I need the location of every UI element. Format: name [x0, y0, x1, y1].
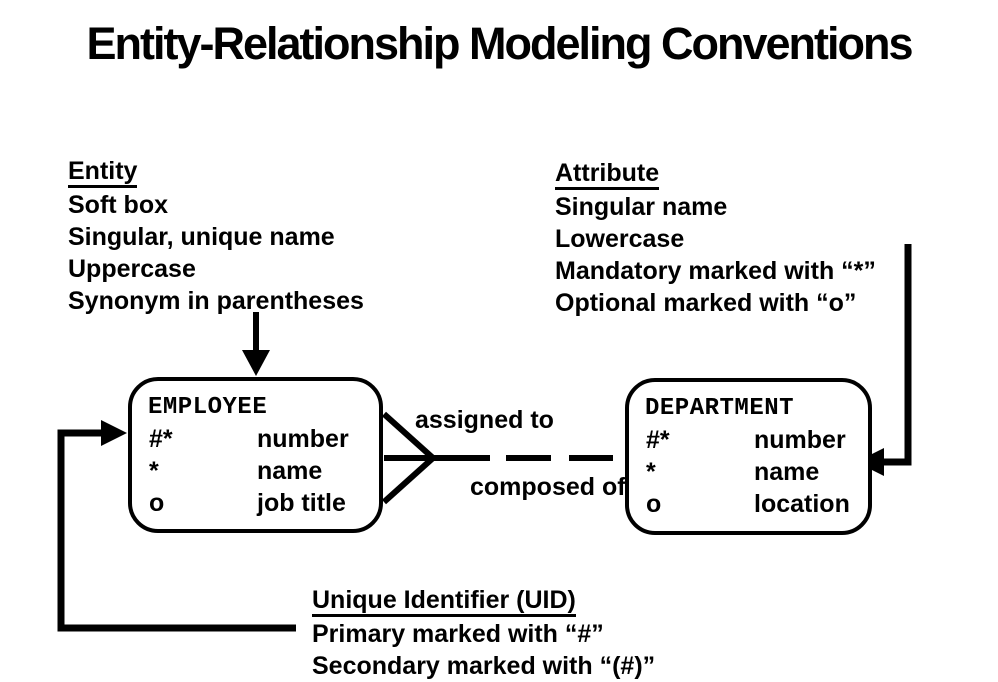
legend-entity-line: Singular, unique name: [68, 223, 335, 251]
entity-box-department: DEPARTMENT #* number * name o location: [625, 378, 872, 535]
uid-arrow-connector: [57, 420, 296, 632]
entity-name: DEPARTMENT: [645, 395, 795, 422]
legend-attribute-line: Lowercase: [555, 225, 685, 253]
relationship-label-assigned-to: assigned to: [415, 406, 554, 434]
legend-attribute-line: Mandatory marked with “*”: [555, 257, 876, 285]
attribute-row: #* number: [149, 423, 379, 455]
entity-name: EMPLOYEE: [148, 394, 268, 421]
relationship-line: [381, 411, 613, 505]
attribute-name: number: [257, 425, 349, 453]
attribute-row: * name: [149, 455, 379, 487]
entity-box-employee: EMPLOYEE #* number * name o job title: [128, 377, 383, 533]
legend-uid: Unique Identifier (UID) Primary marked w…: [312, 584, 655, 682]
legend-uid-heading: Unique Identifier (UID): [312, 584, 655, 618]
attribute-name: name: [754, 458, 820, 486]
legend-entity-line: Uppercase: [68, 255, 196, 283]
attribute-list: #* number * name o location: [646, 424, 868, 520]
legend-attribute-heading: Attribute: [555, 157, 876, 191]
legend-uid-line: Primary marked with “#”: [312, 620, 604, 648]
legend-uid-line: Secondary marked with “(#)”: [312, 652, 656, 680]
entity-down-arrow-icon: [242, 312, 270, 376]
attribute-marker: #*: [646, 426, 670, 454]
legend-entity-line: Soft box: [68, 191, 168, 219]
attribute-marker: *: [646, 458, 656, 486]
legend-entity: Entity Soft box Singular, unique name Up…: [68, 155, 364, 317]
attribute-row: o location: [646, 488, 868, 520]
page-title: Entity-Relationship Modeling Conventions: [86, 18, 914, 69]
legend-entity-heading: Entity: [68, 155, 364, 189]
attribute-row: * name: [646, 456, 868, 488]
crow-foot-icon: [381, 411, 436, 461]
attribute-row: #* number: [646, 424, 868, 456]
attribute-marker: *: [149, 457, 159, 485]
attribute-list: #* number * name o job title: [149, 423, 379, 519]
attribute-name: job title: [257, 489, 346, 517]
relationship-label-composed-of: composed of: [470, 473, 626, 501]
attribute-name: name: [257, 457, 323, 485]
attribute-name: location: [754, 490, 850, 518]
legend-entity-line: Synonym in parentheses: [68, 287, 364, 315]
legend-attribute-line: Optional marked with “o”: [555, 289, 857, 317]
attribute-row: o job title: [149, 487, 379, 519]
attribute-marker: o: [149, 489, 165, 517]
legend-attribute-line: Singular name: [555, 193, 728, 221]
legend-attribute: Attribute Singular name Lowercase Mandat…: [555, 157, 876, 319]
attribute-name: number: [754, 426, 846, 454]
crow-foot-icon: [381, 455, 436, 505]
attribute-marker: #*: [149, 425, 173, 453]
attribute-marker: o: [646, 490, 662, 518]
